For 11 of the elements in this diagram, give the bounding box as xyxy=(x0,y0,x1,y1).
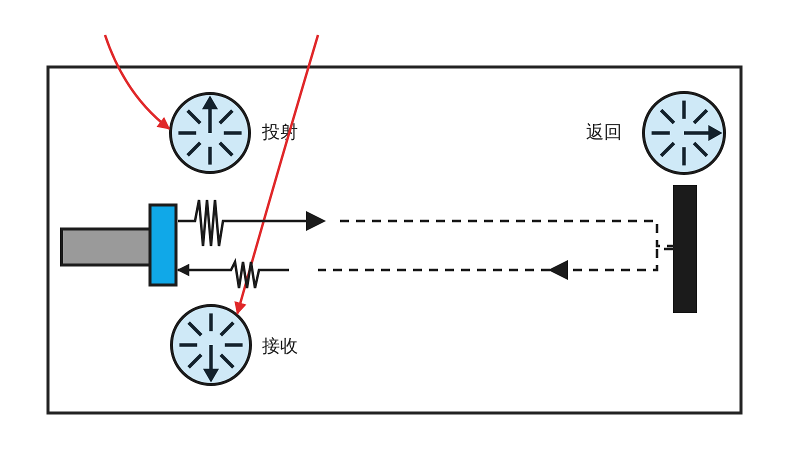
pointer-arrow xyxy=(234,34,320,315)
reflector-bar xyxy=(673,185,697,313)
dial-icon xyxy=(169,92,251,174)
dial-label: 返回 xyxy=(586,124,622,142)
transducer-drawing xyxy=(60,203,178,287)
dial-label: 接收 xyxy=(262,338,298,356)
emitted-signal-arrow xyxy=(178,198,673,248)
pointer-arrow xyxy=(104,34,170,130)
echo-signal-arrow xyxy=(176,248,673,290)
dial-icon xyxy=(170,304,252,386)
dial-icon xyxy=(642,91,726,175)
